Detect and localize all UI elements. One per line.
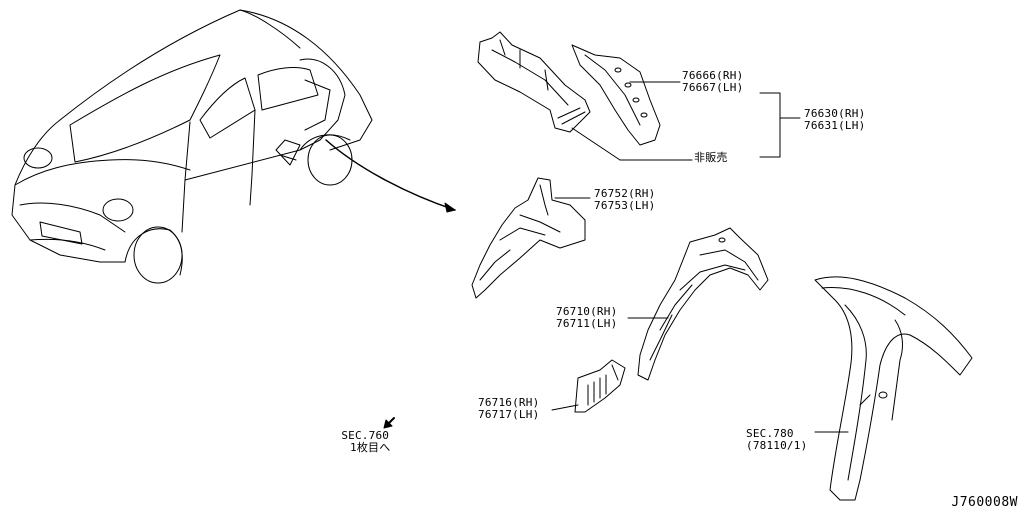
part-wheel-house [628, 228, 768, 380]
not-sold-text: 非販売 [694, 151, 728, 164]
label-sec-780: SEC.780 (78110/1) [746, 428, 807, 452]
part-number-lh: 76667(LH) [682, 81, 744, 94]
section-page-ref[interactable]: 1枚目へ [350, 441, 391, 454]
part-upper-rail [478, 32, 620, 160]
part-number-rh: 76710(RH) [556, 305, 618, 318]
part-number-rh: 76666(RH) [682, 69, 744, 82]
car-illustration [12, 10, 455, 283]
label-not-sold: 非販売 [694, 152, 728, 164]
section-ref[interactable]: SEC.760 [341, 429, 390, 442]
part-rear-bracket [572, 45, 680, 145]
part-number-rh: 76752(RH) [594, 187, 656, 200]
label-sec-760[interactable]: SEC.760 1枚目へ [340, 430, 390, 454]
part-inner-panel [472, 178, 590, 298]
part-small-bracket [552, 360, 625, 412]
part-rear-fender [815, 277, 972, 500]
section-sub-ref: (78110/1) [746, 439, 808, 452]
label-part-76752: 76752(RH) 76753(LH) [594, 188, 655, 212]
part-number-lh: 76631(LH) [804, 119, 866, 132]
part-number-lh: 76753(LH) [594, 199, 656, 212]
section-ref: SEC.780 [746, 427, 794, 440]
part-number-lh: 76717(LH) [478, 408, 540, 421]
part-number-rh: 76630(RH) [804, 107, 866, 120]
label-part-76716: 76716(RH) 76717(LH) [478, 397, 539, 421]
part-number-lh: 76711(LH) [556, 317, 618, 330]
label-part-76666: 76666(RH) 76667(LH) [682, 70, 743, 94]
part-number-rh: 76716(RH) [478, 396, 540, 409]
diagram-code: J760008W [951, 495, 1018, 510]
label-part-76710: 76710(RH) 76711(LH) [556, 306, 617, 330]
label-part-76630: 76630(RH) 76631(LH) [804, 108, 865, 132]
